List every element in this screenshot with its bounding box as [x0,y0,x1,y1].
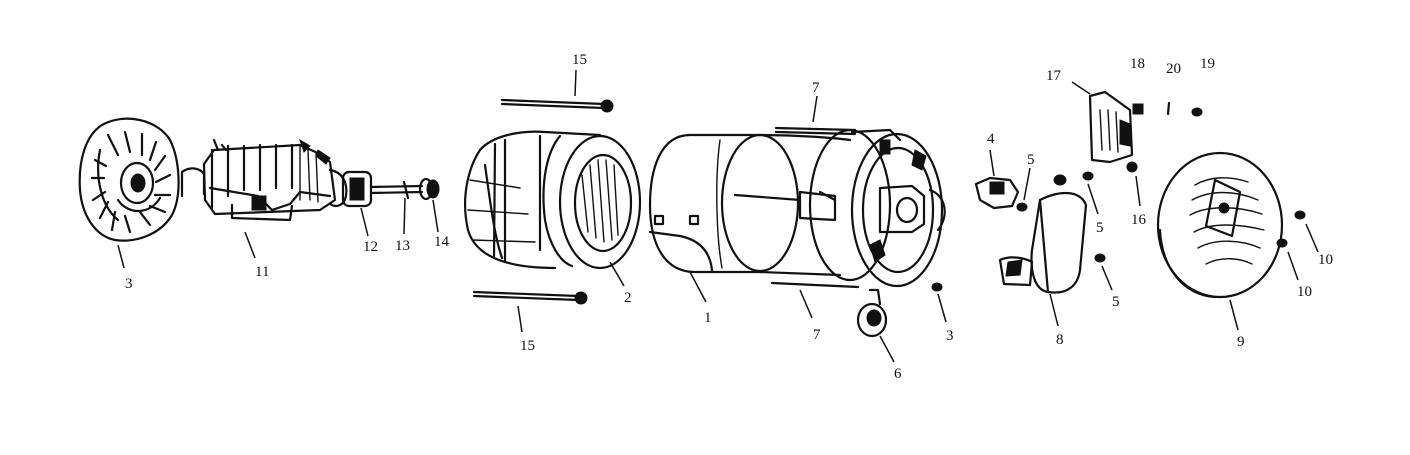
fan-left-part [78,117,180,242]
bearing-part [341,170,373,208]
label-screw-10-lower: 10 [1297,284,1312,300]
label-fan-left: 3 [125,276,133,292]
label-cover-plate: 8 [1056,332,1064,348]
label-screw-center: 3 [946,328,954,344]
label-screw-mid: 5 [1096,220,1104,236]
label-pin-20: 20 [1166,61,1181,77]
label-knob: 6 [894,366,902,382]
brush-holder-part [974,176,1028,212]
rotor-part [180,138,348,222]
label-screw-10-upper: 10 [1318,252,1333,268]
label-rotor: 11 [255,264,269,280]
label-rod-top: 7 [812,80,820,96]
label-end-cap: 9 [1237,334,1245,350]
label-screw-19: 19 [1200,56,1215,72]
end-shield-part [798,128,946,288]
label-shaft-bolt: 13 [395,238,410,254]
label-control-panel: 17 [1046,68,1062,84]
label-shaft-nut: 14 [434,234,450,250]
label-rod-bottom: 7 [813,327,821,343]
screw-center-part [931,282,943,292]
knob-part [856,288,888,338]
part-labels: 3 11 12 13 14 15 15 2 1 7 7 6 3 4 5 5 5 … [125,52,1333,382]
cover-plate-part [998,171,1106,294]
stator-part [464,130,642,270]
housing-part [648,133,852,277]
label-screw-upper: 5 [1027,152,1035,168]
label-through-bolt-bottom: 15 [520,338,535,354]
label-screw-lower: 5 [1112,294,1120,310]
label-screw-16: 16 [1131,212,1147,228]
control-panel-part [1088,90,1138,173]
label-brush-holder: 4 [987,131,995,147]
label-through-bolt-top: 15 [572,52,587,68]
label-bearing: 12 [363,239,378,255]
leader-lines [117,69,1319,363]
through-bolts [472,98,614,305]
label-stator: 2 [624,290,632,306]
rods [770,126,860,289]
label-nut-18: 18 [1130,56,1145,72]
end-cap-part [1156,151,1284,299]
small-hardware [1132,101,1306,248]
label-housing: 1 [704,310,712,326]
shaft-part [369,177,440,201]
